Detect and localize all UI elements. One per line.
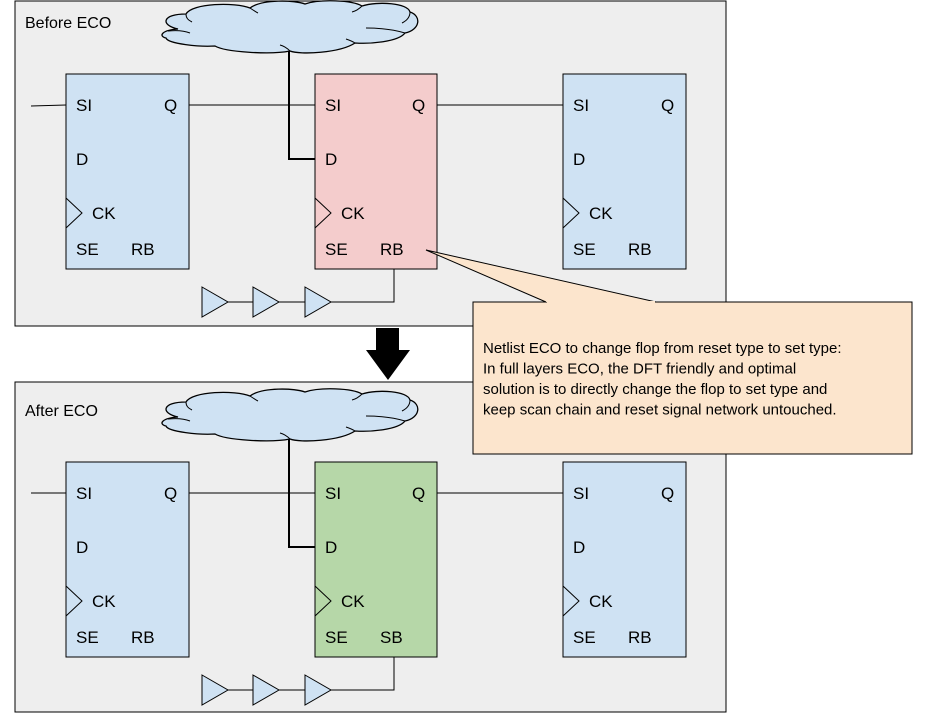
- flop-left: SI Q D CK SE RB: [65, 461, 190, 658]
- callout-box: [472, 301, 913, 455]
- cloud-curl: [345, 38, 356, 44]
- pin-ck: CK: [589, 204, 613, 223]
- pin-q: Q: [164, 96, 177, 115]
- buffer-icon: [201, 674, 230, 706]
- pin-d: D: [573, 150, 585, 169]
- logic-cloud: [161, 388, 419, 442]
- flop-body: [562, 461, 687, 658]
- panel-title: Before ECO: [25, 15, 111, 32]
- pin-q: Q: [661, 96, 674, 115]
- pin-si: SI: [573, 96, 589, 115]
- callout-text-line: solution is to directly change the flop …: [483, 381, 827, 398]
- pin-ck: CK: [341, 592, 365, 611]
- flop-right: SI Q D CK SE RB: [562, 461, 687, 658]
- pin-si: SI: [76, 96, 92, 115]
- callout-text-line: Netlist ECO to change flop from reset ty…: [483, 340, 842, 357]
- pin-reset: RB: [380, 240, 404, 259]
- clock-triangle-icon: [314, 585, 332, 617]
- clock-triangle-icon: [562, 197, 580, 229]
- pin-reset: SB: [380, 628, 403, 647]
- data-wire: [288, 433, 315, 548]
- cloud-curl: [249, 395, 259, 402]
- callout: Netlist ECO to change flop from reset ty…: [425, 249, 913, 455]
- flop-target: SI Q D CK SE RB: [314, 73, 438, 270]
- pin-ck: CK: [589, 592, 613, 611]
- buffer-icon: [304, 286, 333, 318]
- flop-body: [314, 461, 438, 658]
- clock-triangle-icon: [65, 585, 83, 617]
- cloud-curl: [365, 415, 406, 422]
- pin-d: D: [76, 150, 88, 169]
- pin-ck: CK: [92, 204, 116, 223]
- pin-d: D: [573, 538, 585, 557]
- flop-body: [314, 73, 438, 270]
- data-wire: [288, 45, 315, 160]
- pin-q: Q: [164, 484, 177, 503]
- pin-d: D: [325, 150, 337, 169]
- scan-in-wire: [30, 104, 67, 107]
- cloud-curl: [401, 399, 411, 412]
- buffer-icon: [201, 286, 230, 318]
- clock-triangle-icon: [314, 197, 332, 229]
- cloud-curl: [185, 13, 193, 23]
- pin-d: D: [76, 538, 88, 557]
- buffer-icon: [304, 674, 333, 706]
- pin-si: SI: [325, 484, 341, 503]
- pin-si: SI: [573, 484, 589, 503]
- pin-si: SI: [325, 96, 341, 115]
- reset-wire: [331, 657, 395, 691]
- cloud-curl: [279, 44, 291, 52]
- panel-title: After ECO: [25, 403, 98, 420]
- pin-q: Q: [412, 484, 425, 503]
- pin-ck: CK: [341, 204, 365, 223]
- cloud-curl: [249, 7, 259, 14]
- down-arrow-icon: [366, 328, 410, 380]
- flop-left: SI Q D CK SE RB: [65, 73, 190, 270]
- logic-cloud: [161, 0, 419, 54]
- pin-reset: RB: [628, 628, 652, 647]
- clock-triangle-icon: [562, 585, 580, 617]
- pin-se: SE: [76, 628, 99, 647]
- cloud-curl: [351, 5, 363, 13]
- pin-reset: RB: [131, 628, 155, 647]
- buffer-icon: [252, 674, 281, 706]
- flop-body: [65, 461, 190, 658]
- callout-text-line: keep scan chain and reset signal network…: [483, 402, 837, 419]
- buffer-icon: [252, 286, 281, 318]
- callout-pointer: [425, 249, 657, 303]
- cloud-curl: [167, 30, 191, 34]
- pin-d: D: [325, 538, 337, 557]
- panel-before: Before ECO SI Q D CK SE RB SI Q D CK SE RB SI Q D CK SE RB: [14, 0, 727, 327]
- cloud-curl: [351, 393, 363, 401]
- pin-reset: RB: [628, 240, 652, 259]
- cloud-curl: [401, 11, 411, 24]
- pin-q: Q: [661, 484, 674, 503]
- cloud-curl: [185, 401, 193, 411]
- cloud-curl: [167, 418, 191, 422]
- callout-text-line: In full layers ECO, the DFT friendly and…: [483, 361, 796, 378]
- pin-q: Q: [412, 96, 425, 115]
- pin-se: SE: [325, 240, 348, 259]
- pin-se: SE: [325, 628, 348, 647]
- pin-ck: CK: [92, 592, 116, 611]
- cloud-curl: [279, 432, 291, 440]
- reset-wire: [331, 269, 395, 303]
- pin-se: SE: [573, 628, 596, 647]
- pin-se: SE: [573, 240, 596, 259]
- flop-right: SI Q D CK SE RB: [562, 73, 687, 270]
- pin-se: SE: [76, 240, 99, 259]
- flop-target: SI Q D CK SE SB: [314, 461, 438, 658]
- cloud-curl: [365, 27, 406, 34]
- flop-body: [65, 73, 190, 270]
- pin-si: SI: [76, 484, 92, 503]
- flop-body: [562, 73, 687, 270]
- cloud-curl: [345, 426, 356, 432]
- clock-triangle-icon: [65, 197, 83, 229]
- pin-reset: RB: [131, 240, 155, 259]
